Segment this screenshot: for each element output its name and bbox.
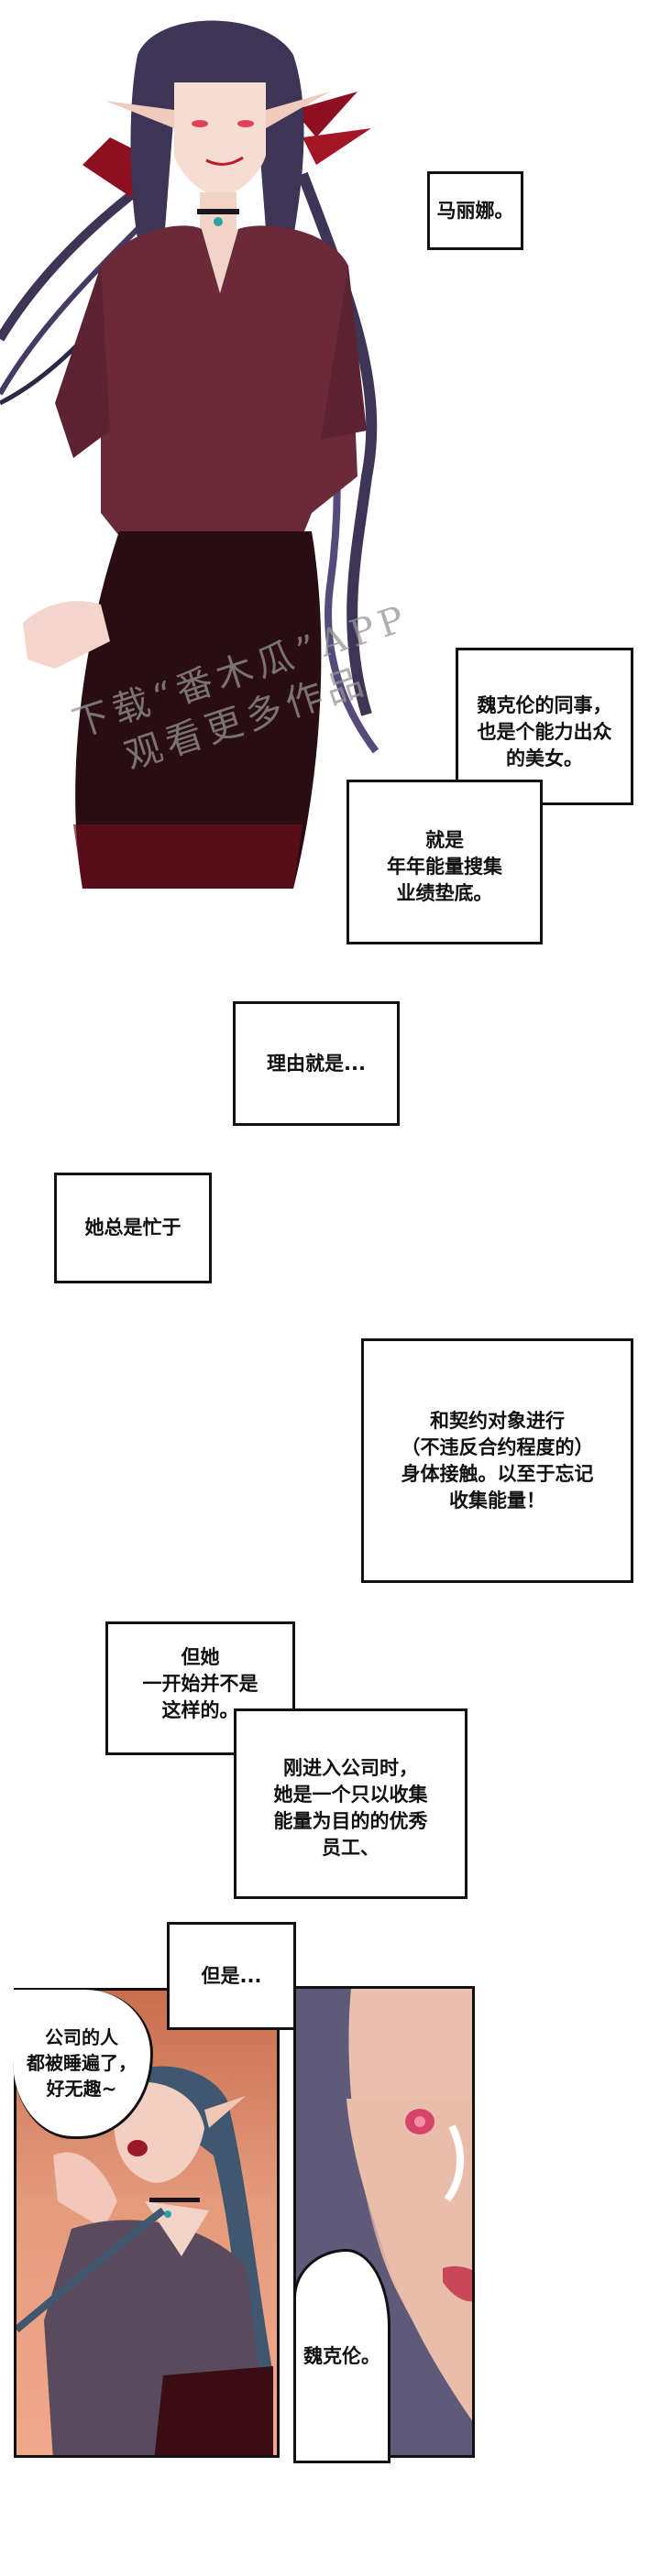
speech-text-bored: 公司的人 都被睡遍了， 好无趣~ (27, 2026, 137, 2100)
speech-bubble-bored: 公司的人 都被睡遍了， 好无趣~ (13, 1990, 153, 2139)
panel-marina-bored (14, 1988, 280, 2458)
caption-text-name: 马丽娜。 (436, 199, 514, 222)
narration-text-ranking: 就是 年年能量搜集 业绩垫底。 (387, 828, 502, 904)
narration-box-reason: 理由就是... (233, 1001, 400, 1126)
caption-box-name: 马丽娜。 (427, 171, 523, 250)
narration-text-newcomer: 刚进入公司时， 她是一个只以收集 能量为目的的优秀 员工、 (273, 1757, 428, 1859)
narration-box-but: 但是... (167, 1922, 296, 2030)
narration-box-contact: 和契约对象进行 （不违反合约程度的） 身体接触。以至于忘记 收集能量！ (361, 1338, 633, 1583)
narration-box-ranking: 就是 年年能量搜集 业绩垫底。 (346, 780, 543, 944)
speech-text-name-call: 魏克伦。 (303, 2345, 380, 2367)
narration-text-not-like-this: 但她 一开始并不是 这样的。 (142, 1646, 258, 1721)
narration-box-colleague: 魏克伦的同事， 也是个能力出众 的美女。 (456, 648, 633, 805)
hero-illustration-marina (0, 0, 385, 898)
narration-text-colleague: 魏克伦的同事， 也是个能力出众 的美女。 (477, 694, 612, 770)
narration-text-but: 但是... (201, 1964, 262, 1987)
narration-text-reason: 理由就是... (267, 1052, 366, 1075)
character-figure-icon (0, 20, 380, 889)
narration-text-contact: 和契约对象进行 （不违反合约程度的） 身体接触。以至于忘记 收集能量！ (401, 1409, 594, 1512)
narration-text-always-busy: 她总是忙于 (84, 1217, 182, 1239)
character-yawning-icon (16, 2066, 273, 2455)
speech-bubble-name-call: 魏克伦。 (293, 2249, 390, 2463)
narration-box-newcomer: 刚进入公司时， 她是一个只以收集 能量为目的的优秀 员工、 (234, 1708, 468, 1899)
narration-box-always-busy: 她总是忙于 (54, 1173, 212, 1283)
